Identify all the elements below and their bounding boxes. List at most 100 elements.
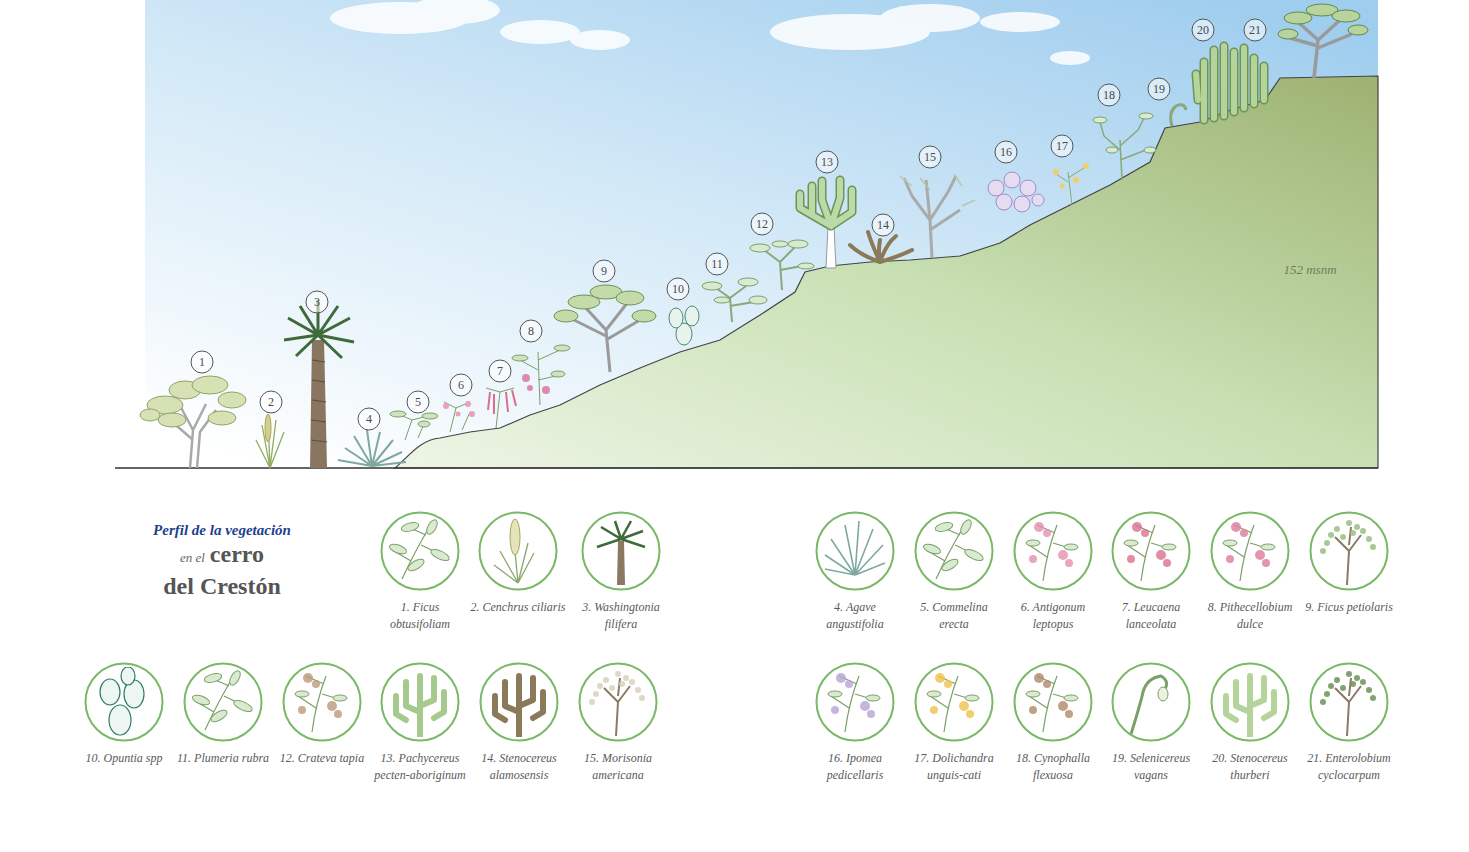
species-name: 5. Commelina erecta [905,599,1003,633]
circle-outline [914,511,994,591]
plant-17-dolichandra [1053,163,1089,189]
title-part: del Crestón [120,572,324,600]
circle-outline [817,664,894,741]
legend-illustration [388,518,451,579]
plant-14-stenocereus-alamosensis [850,232,912,262]
callout-circle: 6 [449,373,473,397]
plant-19-selenicereus [1171,105,1186,126]
callout-number: 7 [488,359,512,383]
circle-outline [578,662,658,742]
circle-outline [481,664,558,741]
plant-10-opuntia [669,308,683,328]
species-legend-item: 20. Stenocereus thurberi [1210,662,1290,742]
plant-20-stenocereus-thurberi [1196,46,1264,120]
plant-7-leucaena [486,388,516,428]
circle-outline [520,320,542,342]
circle-outline [1098,84,1120,106]
callout-circle: 21 [1243,18,1267,42]
plant-15-morisonia [900,174,975,258]
species-name: 18. Cynophalla flexuosa [1004,750,1102,784]
plant-1-ficus [218,392,246,408]
circle-outline [916,513,993,590]
plant-11-plumeria [716,286,754,322]
cloud [410,0,500,24]
circle-outline [185,664,262,741]
circle-outline [815,662,895,742]
plant-8-pithecellobium [512,345,570,377]
circle-outline [479,662,559,742]
callout-circle: 16 [994,140,1018,164]
callout-number: 13 [815,150,839,174]
callout-number: 11 [705,252,729,276]
legend-illustration [1320,520,1376,585]
circle-outline [706,253,728,275]
species-legend-item: 12. Crateva tapia [282,662,362,742]
species-legend-item: 3. Washingtonia filifera [581,511,661,591]
callout-number: 20 [1191,18,1215,42]
cloud [880,4,980,32]
plant-11-plumeria [749,296,767,304]
callout-circle: 1 [190,350,214,374]
plant-11-plumeria [702,282,722,290]
circle-outline [1111,511,1191,591]
callout-number: 12 [750,212,774,236]
circle-outline [1013,511,1093,591]
species-name: 1. Ficus obtusifoliam [371,599,469,633]
circle-outline [183,662,263,742]
callout-circle: 13 [815,150,839,174]
plant-16-ipomea [988,172,1044,212]
circle-outline [872,214,894,236]
plant-8-pithecellobium [522,374,530,382]
circle-outline [480,513,557,590]
circle-outline [84,662,164,742]
plant-17-dolichandra [1053,169,1059,175]
plant-1-ficus [208,411,236,425]
cloud [1050,51,1090,65]
plant-8-pithecellobium [512,355,528,361]
plant-12-crateva [750,240,814,290]
circle-outline [583,513,660,590]
circle-outline [407,391,429,413]
species-legend-item: 15. Morisonia americana [578,662,658,742]
callout-circle: 17 [1050,134,1074,158]
species-name: 14. Stenocereus alamosensis [470,750,568,784]
circle-outline [1210,662,1290,742]
circle-outline [382,513,459,590]
callout-circle: 11 [705,252,729,276]
species-name: 9. Ficus petiolaris [1300,599,1398,616]
plant-18-cynophalla [1093,113,1156,180]
callout-number: 17 [1050,134,1074,158]
plant-8-pithecellobium [512,345,570,405]
plant-8-pithecellobium [527,385,533,391]
plant-12-crateva [750,240,814,269]
sky [145,0,1378,468]
callout-number: 16 [994,140,1018,164]
callout-number: 1 [190,350,214,374]
species-legend-item: 16. Ipomea pedicellaris [815,662,895,742]
circle-outline [995,141,1017,163]
plant-12-crateva [788,240,808,248]
legend-illustration [295,673,347,732]
plant-16-ipomea [996,194,1012,210]
callout-number: 8 [519,319,543,343]
species-name: 15. Morisonia americana [569,750,667,784]
callout-circle: 4 [357,407,381,431]
circle-outline [1015,664,1092,741]
legend-illustration [495,676,543,736]
plant-21-enterolobium [1284,12,1312,24]
circle-outline [284,664,361,741]
plant-6-antigonon [465,401,471,407]
callout-circle: 2 [259,390,283,414]
species-name: 2. Cenchrus ciliaris [469,599,567,616]
plant-1-ficus [140,376,246,468]
species-legend-item: 2. Cenchrus ciliaris [478,511,558,591]
plant-9-ficus-petiolaris [616,291,644,305]
plant-14-stenocereus-alamosensis [850,232,912,262]
circle-outline [1015,513,1092,590]
species-legend-item: 4. Agave angustifolia [815,511,895,591]
circle-outline [1309,511,1389,591]
species-legend-item: 5. Commelina erecta [914,511,994,591]
legend-illustration [1131,676,1168,734]
title-part: cerro [210,541,264,567]
circle-outline [1111,662,1191,742]
